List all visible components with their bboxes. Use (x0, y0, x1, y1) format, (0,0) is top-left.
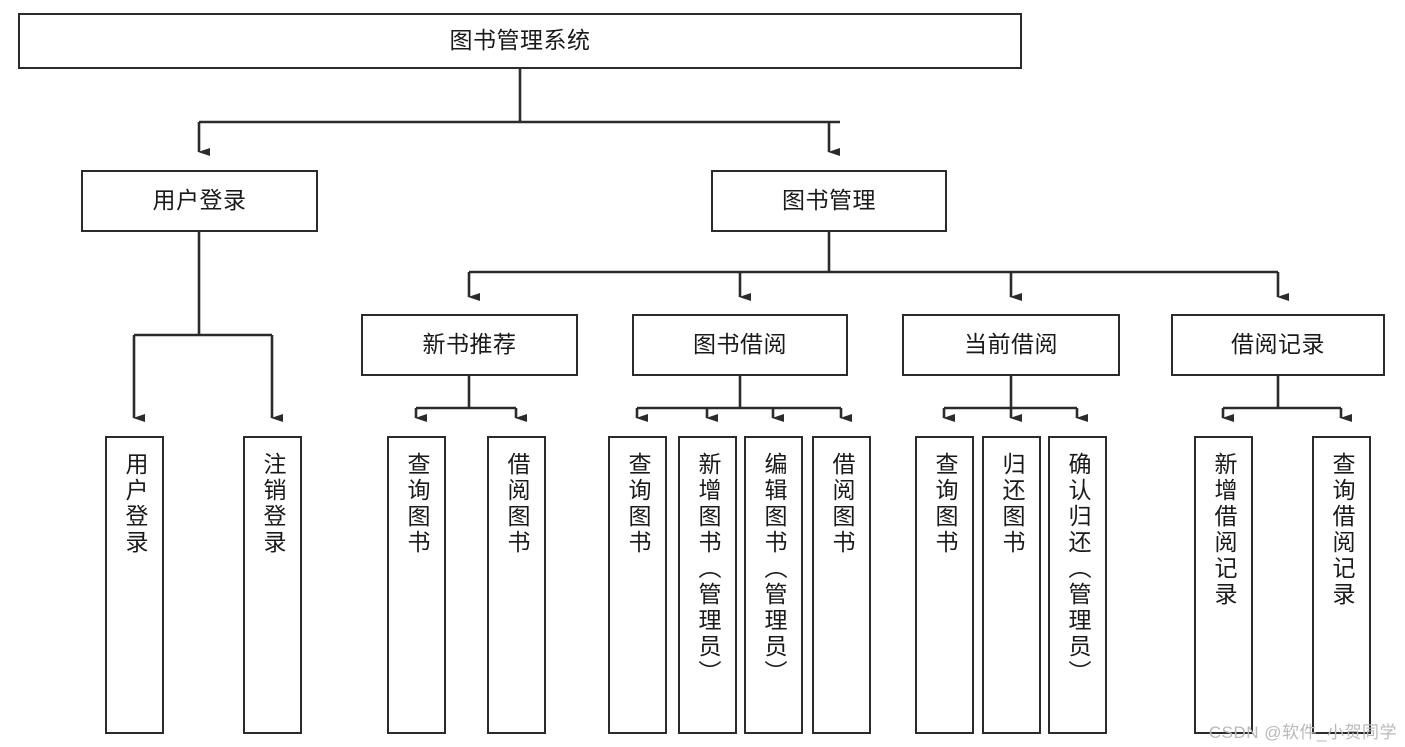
leaf-return-book-label: 归还图书 (999, 452, 1025, 556)
leaf-logout[interactable]: 注销登录 (243, 436, 302, 734)
node-user-login[interactable]: 用户登录 (81, 170, 318, 232)
node-borrow-record[interactable]: 借阅记录 (1171, 314, 1385, 376)
leaf-borrow-book-nbr[interactable]: 借阅图书 (487, 436, 546, 734)
leaf-borrow-book-bb[interactable]: 借阅图书 (812, 436, 871, 734)
node-root[interactable]: 图书管理系统 (18, 13, 1022, 69)
leaf-logout-label: 注销登录 (260, 452, 286, 556)
leaf-return-book[interactable]: 归还图书 (982, 436, 1041, 734)
node-book-management-label: 图书管理 (782, 187, 876, 214)
node-new-book-recommend[interactable]: 新书推荐 (361, 314, 578, 376)
node-book-borrow-label: 图书借阅 (693, 331, 787, 358)
leaf-query-book-nbr[interactable]: 查询图书 (387, 436, 446, 734)
leaf-user-login-label: 用户登录 (122, 452, 148, 556)
leaf-add-borrow-record-label: 新增借阅记录 (1211, 452, 1237, 608)
node-current-borrow-label: 当前借阅 (964, 331, 1058, 358)
node-book-management[interactable]: 图书管理 (711, 170, 947, 232)
leaf-edit-book-admin-label: 编辑图书（管理员） (761, 452, 787, 686)
node-user-login-label: 用户登录 (152, 187, 247, 214)
node-current-borrow[interactable]: 当前借阅 (902, 314, 1120, 376)
leaf-user-login[interactable]: 用户登录 (105, 436, 164, 734)
leaf-borrow-book-bb-label: 借阅图书 (829, 452, 855, 556)
leaf-query-borrow-record-label: 查询借阅记录 (1329, 452, 1355, 608)
leaf-edit-book-admin[interactable]: 编辑图书（管理员） (744, 436, 803, 734)
leaf-query-borrow-record[interactable]: 查询借阅记录 (1312, 436, 1371, 734)
node-root-label: 图书管理系统 (449, 27, 591, 54)
leaf-query-book-cb-label: 查询图书 (932, 452, 958, 556)
leaf-confirm-return-admin[interactable]: 确认归还（管理员） (1048, 436, 1107, 734)
leaf-query-book-bb[interactable]: 查询图书 (608, 436, 667, 734)
leaf-add-book-admin-label: 新增图书（管理员） (695, 452, 721, 686)
leaf-add-borrow-record[interactable]: 新增借阅记录 (1194, 436, 1253, 734)
leaf-query-book-cb[interactable]: 查询图书 (915, 436, 974, 734)
leaf-add-book-admin[interactable]: 新增图书（管理员） (678, 436, 737, 734)
node-borrow-record-label: 借阅记录 (1231, 331, 1325, 358)
leaf-borrow-book-nbr-label: 借阅图书 (504, 452, 530, 556)
leaf-query-book-bb-label: 查询图书 (625, 452, 651, 556)
leaf-query-book-nbr-label: 查询图书 (404, 452, 430, 556)
node-book-borrow[interactable]: 图书借阅 (632, 314, 848, 376)
leaf-confirm-return-admin-label: 确认归还（管理员） (1065, 452, 1091, 686)
csdn-watermark: CSDN @软件_小贺同学 (1208, 723, 1397, 742)
node-new-book-recommend-label: 新书推荐 (422, 331, 517, 358)
